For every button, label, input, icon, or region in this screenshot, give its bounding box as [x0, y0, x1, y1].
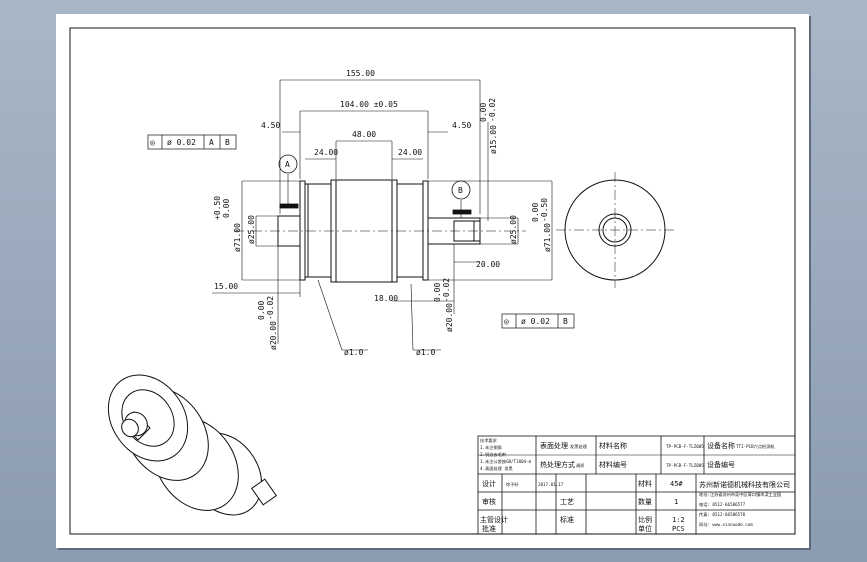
dim-bottom-left-tol-upper: 0.00	[257, 301, 266, 320]
datum-markers	[278, 154, 472, 215]
dim-offset-right: 4.50	[452, 121, 471, 130]
dim-overall-length: 155.00	[346, 69, 375, 78]
dim-center-width: 48.00	[352, 130, 376, 139]
tolerance-top-ref2: B	[225, 138, 230, 147]
equipment-value: TTI-PCB穴点检测机	[736, 443, 775, 450]
side-view	[556, 172, 674, 288]
datum-a-label: A	[285, 160, 290, 169]
tolerance-frame-top: ◎ ø 0.02 A B	[147, 134, 237, 150]
dim-bottom-mid-diameter: ø20.00	[445, 303, 454, 332]
dim-right-shaft-offset: 18.00	[374, 294, 398, 303]
tolerance-bottom-value: ø 0.02	[521, 317, 550, 326]
isometric-view	[107, 374, 277, 516]
surface-label: 表面处理	[540, 441, 568, 450]
dim-bottom-left-diameter: ø20.00	[269, 321, 278, 350]
unit-label: 单位	[638, 524, 652, 533]
dim-left-body-tol-upper: +0.50	[213, 196, 222, 220]
heat-label: 热处理方式	[540, 460, 575, 469]
svg-text:2.锐边去毛刺: 2.锐边去毛刺	[480, 451, 506, 458]
scale-value: 1:2	[672, 516, 685, 524]
dimension-lines	[212, 79, 553, 351]
tolerance-top-ref1: A	[209, 138, 214, 147]
dim-top-right-tol-upper: 0.00	[479, 103, 488, 122]
designer-name: 徐子轩	[506, 481, 519, 488]
dim-top-right-tol-lower: -0.02	[488, 98, 497, 122]
qty-value: 1	[674, 498, 678, 506]
dim-right-body-tol-lower: -0.50	[540, 198, 549, 222]
design-label: 设计	[482, 479, 496, 488]
tolerance-top-value: ø 0.02	[167, 138, 196, 147]
material-label: 材料名称	[599, 441, 627, 450]
runout-right-label: ø1.0	[416, 348, 435, 357]
dim-core-length: 104.00 ±0.05	[340, 100, 398, 109]
dim-offset-left: 4.50	[261, 121, 280, 130]
svg-text:技术要求: 技术要求	[480, 437, 498, 444]
inner-border	[69, 27, 796, 535]
scale-label: 比例	[638, 515, 652, 524]
unit-value: PCS	[672, 525, 685, 533]
dim-step-left: 24.00	[314, 148, 338, 157]
dim-step-right: 24.00	[398, 148, 422, 157]
dim-right-body-diameter: ø71.00	[543, 223, 552, 252]
standard-label: 标准	[560, 515, 574, 524]
company-address: 地址:江苏省苏州市吴中区胥口镇木渎工业园	[699, 491, 781, 498]
mass-value: 45#	[670, 480, 683, 488]
qty-label: 数量	[638, 497, 652, 506]
dim-top-right-diameter: ø15.00	[489, 125, 498, 154]
company-web: 网址: www.xinnuode.com	[699, 521, 753, 528]
process-label: 工艺	[560, 498, 574, 506]
dim-bottom-mid-tol-lower: -0.02	[442, 278, 451, 302]
equipno-label: 设备编号	[707, 460, 735, 469]
company-tel: 电话: 0512-66586577	[699, 501, 746, 508]
dim-left-small-diameter: ø25.00	[247, 215, 256, 244]
rotated-dimension-texts: ø71.00 +0.50 0.00 ø25.00 ø71.00 0.00 -0.…	[213, 98, 552, 350]
equipment-label: 设备名称	[707, 441, 735, 450]
approve-label: 批准	[482, 524, 496, 533]
concentricity-icon: ◎	[504, 317, 509, 326]
heat-value: 调质	[576, 462, 584, 469]
partno-label: 材料编号	[599, 460, 627, 469]
concentricity-icon: ◎	[150, 138, 155, 147]
mass-label: 材料	[638, 479, 652, 488]
svg-text:3.未注公差按GB/T1804-m: 3.未注公差按GB/T1804-m	[480, 458, 532, 465]
check-label: 审核	[482, 497, 496, 506]
dim-bottom-left-tol-lower: -0.02	[266, 296, 275, 320]
partno-value: TP-PCB-F-TLZ005	[666, 463, 704, 468]
tolerance-frame-bottom: ◎ ø 0.02 B	[501, 313, 575, 329]
surface-value: 发黑处理	[570, 443, 588, 450]
dim-left-body-tol-lower: 0.00	[222, 199, 231, 218]
dim-left-end-offset: 15.00	[214, 282, 238, 291]
svg-text:1.未注倒角: 1.未注倒角	[480, 444, 502, 451]
design-date: 2017.01.17	[538, 482, 564, 487]
material-value: TP-PCB-F-TLZ005	[666, 444, 704, 449]
dim-bottom-mid-tol-upper: 0.00	[433, 283, 442, 302]
drawing-sheet: A B 155.00 104.00 ±0.05 48.00 24.00 24.0…	[56, 14, 809, 548]
datum-b-label: B	[458, 186, 463, 195]
company-name: 苏州新诺德机械科技有限公司	[699, 480, 790, 489]
title-block-notes: 技术要求 1.未注倒角 2.锐边去毛刺 3.未注公差按GB/T1804-m 4.…	[480, 437, 532, 472]
drawing-canvas: A B 155.00 104.00 ±0.05 48.00 24.00 24.0…	[69, 27, 796, 535]
runout-left-label: ø1.0	[344, 348, 363, 357]
dim-right-body-tol-upper: 0.00	[531, 203, 540, 222]
chief-label: 主管设计	[480, 515, 508, 524]
dim-left-body-diameter: ø71.00	[233, 223, 242, 252]
tolerance-bottom-ref1: B	[563, 317, 568, 326]
company-fax: 传真: 0512-66586578	[699, 511, 746, 518]
title-block	[477, 435, 796, 535]
svg-text:4.表面处理 发黑: 4.表面处理 发黑	[480, 465, 513, 472]
dim-right-small-diameter: ø25.00	[509, 215, 518, 244]
dim-shaft-right-length: 20.00	[476, 260, 500, 269]
